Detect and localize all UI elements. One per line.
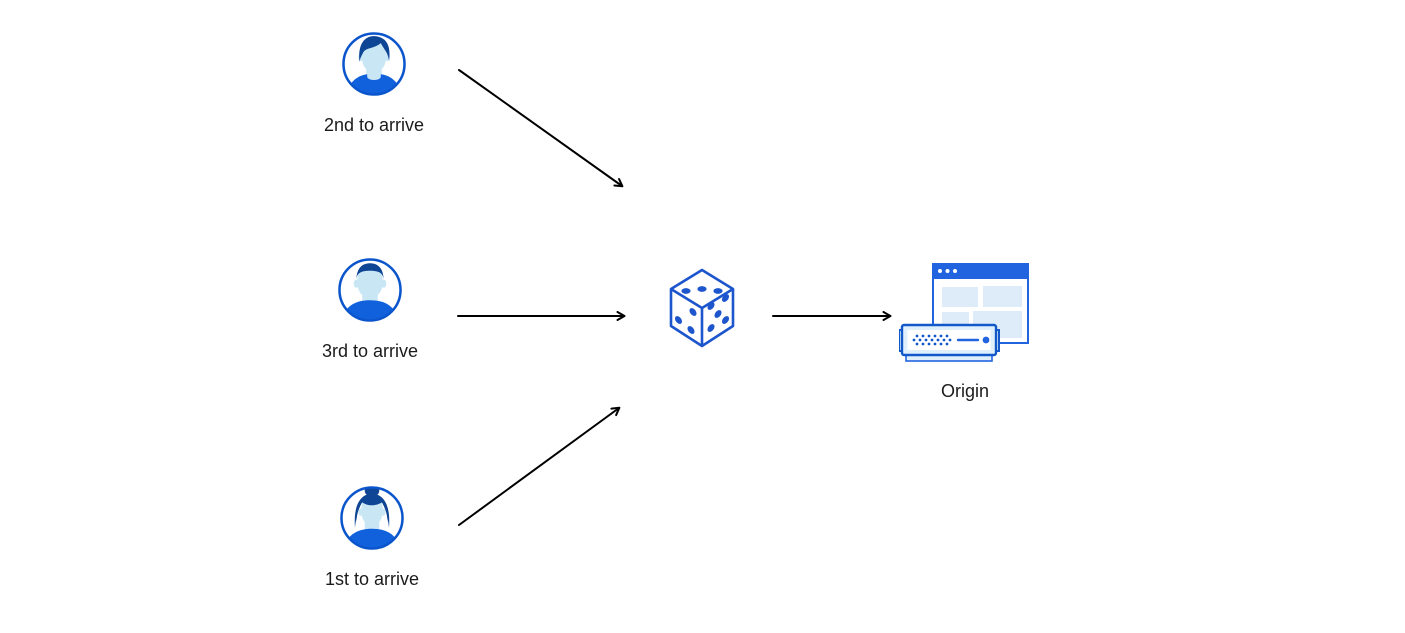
arrow-user-top-to-dice bbox=[458, 69, 624, 188]
node-label-user-top: 2nd to arrive bbox=[323, 115, 425, 135]
female-avatar-icon bbox=[340, 486, 404, 550]
node-load-balancer bbox=[667, 267, 737, 354]
node-label-origin: Origin bbox=[940, 381, 989, 401]
male-avatar-icon bbox=[338, 258, 402, 322]
arrow-user-bottom-to-dice bbox=[458, 406, 621, 526]
node-label-user-middle: 3rd to arrive bbox=[321, 341, 419, 361]
male-avatar-icon bbox=[342, 32, 406, 96]
node-label-user-bottom: 1st to arrive bbox=[324, 569, 420, 589]
origin-server-icon bbox=[898, 263, 1029, 362]
node-origin: Origin bbox=[897, 262, 1033, 403]
node-user-top: 2nd to arrive bbox=[294, 29, 454, 137]
node-user-bottom: 1st to arrive bbox=[292, 483, 452, 591]
dice-icon bbox=[669, 268, 735, 348]
node-user-middle: 3rd to arrive bbox=[290, 255, 450, 363]
